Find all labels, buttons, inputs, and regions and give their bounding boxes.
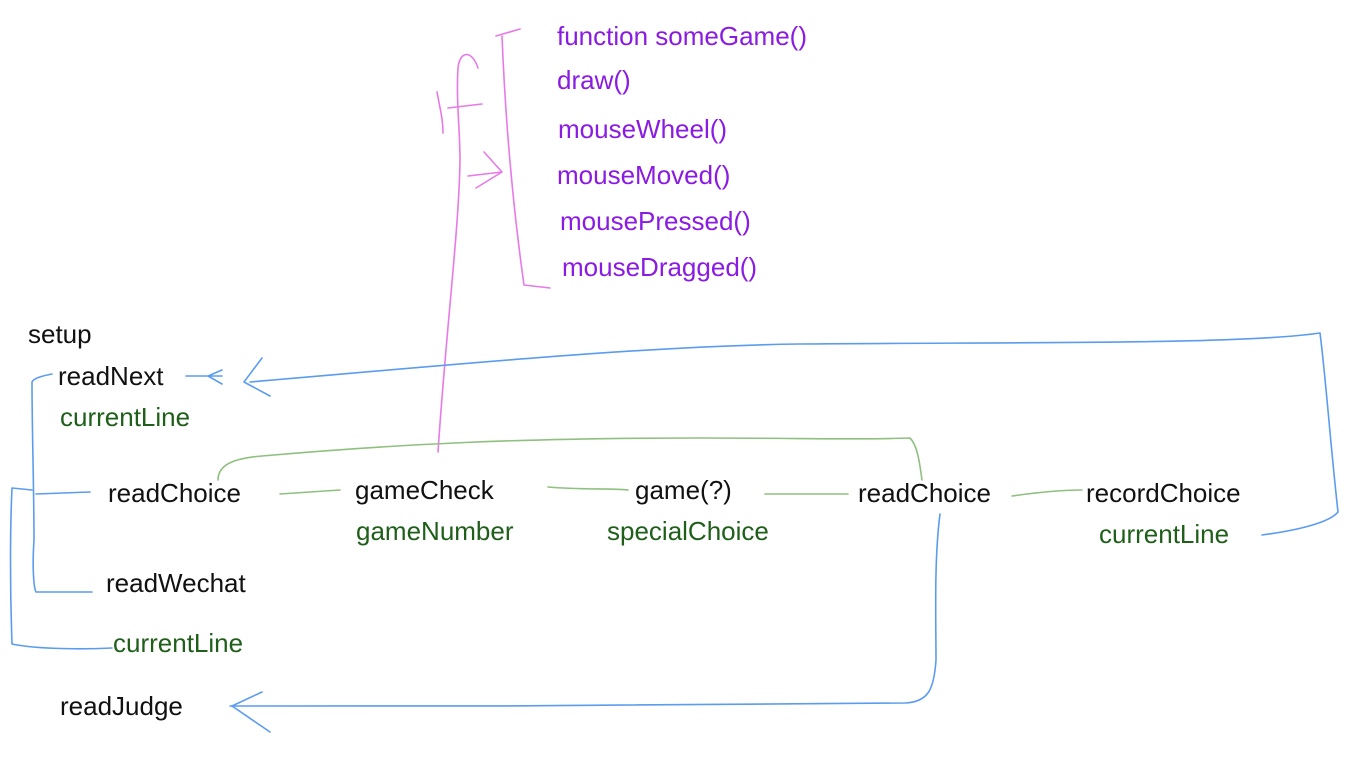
recordchoice-node: recordChoice [1086, 478, 1241, 508]
readwechat-node: readWechat [106, 568, 246, 598]
link-readchoice-gamecheck [279, 489, 341, 495]
if-crossbar [447, 103, 483, 109]
loop-back-arc [217, 437, 923, 481]
function-declaration-label: function someGame() [557, 21, 807, 51]
game-node: game(?) [635, 475, 732, 505]
readnext-arrowhead [243, 357, 271, 397]
readjudge-node: readJudge [60, 691, 183, 721]
readchoice-node-2: readChoice [858, 478, 991, 508]
mousedragged-function-label: mouseDragged() [562, 252, 758, 282]
if-arrow [467, 151, 503, 189]
readjudge-arrowhead [231, 691, 271, 733]
if-letter-i [436, 91, 444, 134]
draw-function-label: draw() [557, 65, 631, 95]
readnext-node: readNext [58, 361, 164, 391]
setup-node: setup [28, 319, 92, 349]
readnext-variable: currentLine [60, 402, 191, 432]
game-variable: specialChoice [607, 516, 769, 546]
bracket-top-tick [495, 28, 521, 37]
gamecheck-node: gameCheck [355, 475, 494, 505]
left-spine-line [31, 373, 93, 593]
pink-if-bracket [436, 28, 551, 453]
recordchoice-variable: currentLine [1099, 519, 1230, 549]
return-to-readnext-line [249, 332, 1339, 536]
green-links [217, 437, 1083, 497]
mousewheel-function-label: mouseWheel() [558, 114, 728, 144]
readwechat-variable: currentLine [113, 628, 244, 658]
mousemoved-function-label: mouseMoved() [557, 160, 731, 190]
if-letter-f [437, 53, 479, 453]
link-gamecheck-game [547, 486, 629, 491]
readnext-small-arrow [185, 369, 223, 385]
readchoice-node-1: readChoice [108, 478, 241, 508]
readchoice-branch-line [35, 491, 91, 495]
mousepressed-function-label: mousePressed() [560, 206, 751, 236]
to-readjudge-line [229, 513, 941, 708]
gamecheck-variable: gameNumber [356, 516, 514, 546]
outer-loop-line [9, 487, 113, 650]
bracket-spine [501, 35, 551, 289]
blue-flow-lines [9, 332, 1339, 733]
link-readchoice-recordchoice [1011, 489, 1083, 497]
